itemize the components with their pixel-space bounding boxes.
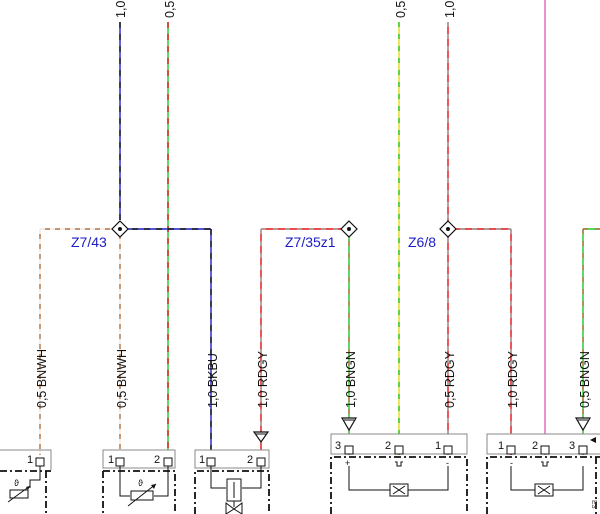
wire-label-w5: 1,0 BNGN (344, 351, 358, 408)
connector-5-minus-mark: - (510, 458, 513, 468)
wire-label-w3: 1,0 BKBU (206, 353, 220, 408)
connector-2: 1 2 ϑ (102, 449, 176, 514)
connector-1: 1 ϑ (0, 449, 52, 514)
top-label-3: 0,5 (394, 1, 408, 18)
top-label-4: 1,0 (443, 1, 457, 18)
connector-5: 1 2 3 - E3 (486, 433, 600, 514)
temperature-sensor-icon: ϑ (7, 478, 31, 503)
theta-mark-1: ϑ (14, 478, 19, 488)
wire-label-w4: 1,0 RDGY (256, 350, 270, 408)
connector-3-pin-1: 1 (199, 454, 205, 466)
junction-node-z7-35z1 (340, 220, 358, 238)
sensor-element-icon (389, 483, 409, 497)
junction-node-z7-43 (111, 220, 129, 238)
wire-label-w6: 0,5 RDGY (443, 350, 457, 408)
theta-mark-2: ϑ (138, 478, 143, 488)
junction-label-z6-8: Z6/8 (408, 234, 436, 250)
wire-label-w1: 0,5 BNWH (35, 349, 49, 408)
connector-4-minus-mark: - (446, 458, 449, 468)
edge-text: E3 (590, 500, 597, 509)
junction-label-z7-35z1: Z7/35z1 (285, 234, 336, 250)
connector-4-pin-2: 2 (385, 440, 391, 452)
connector-5-pin-2: 2 (532, 440, 538, 452)
sensor-element-icon (534, 483, 554, 497)
junction-nodes (111, 220, 457, 238)
temperature-sensor-icon: ϑ (127, 478, 157, 507)
top-label-1: 1,0 (114, 1, 128, 18)
connector-4-pin-3: 3 (335, 440, 341, 452)
wires (39, 0, 600, 455)
solenoid-valve-icon (225, 478, 243, 514)
connector-2-pin-1: 1 (108, 454, 114, 466)
connector-3: 1 2 (194, 449, 270, 514)
connector-4-pin-1: 1 (435, 440, 441, 452)
connector-4-plus-mark: + (345, 458, 350, 468)
wire-label-w7: 1,0 RDGY (506, 350, 520, 408)
arrow-marker-bngn (340, 417, 358, 432)
connector-4: 3 2 1 + - (330, 433, 468, 514)
connector-5-pin-3: 3 (569, 440, 575, 452)
connector-5-pointer (590, 437, 596, 443)
connector-2-pin-2: 2 (154, 454, 160, 466)
wire-label-w8: 0,5 BNGN (578, 351, 592, 408)
junction-node-z6-8 (439, 220, 457, 238)
junction-label-z7-43: Z7/43 (71, 234, 107, 250)
top-label-2: 0,5 (163, 1, 177, 18)
arrow-marker-bngn-right (574, 417, 592, 432)
connector-1-pin-1: 1 (27, 454, 33, 466)
wire-label-w2: 0,5 BNWH (115, 349, 129, 408)
connector-5-pin-1: 1 (498, 440, 504, 452)
connector-3-pin-2: 2 (247, 454, 253, 466)
